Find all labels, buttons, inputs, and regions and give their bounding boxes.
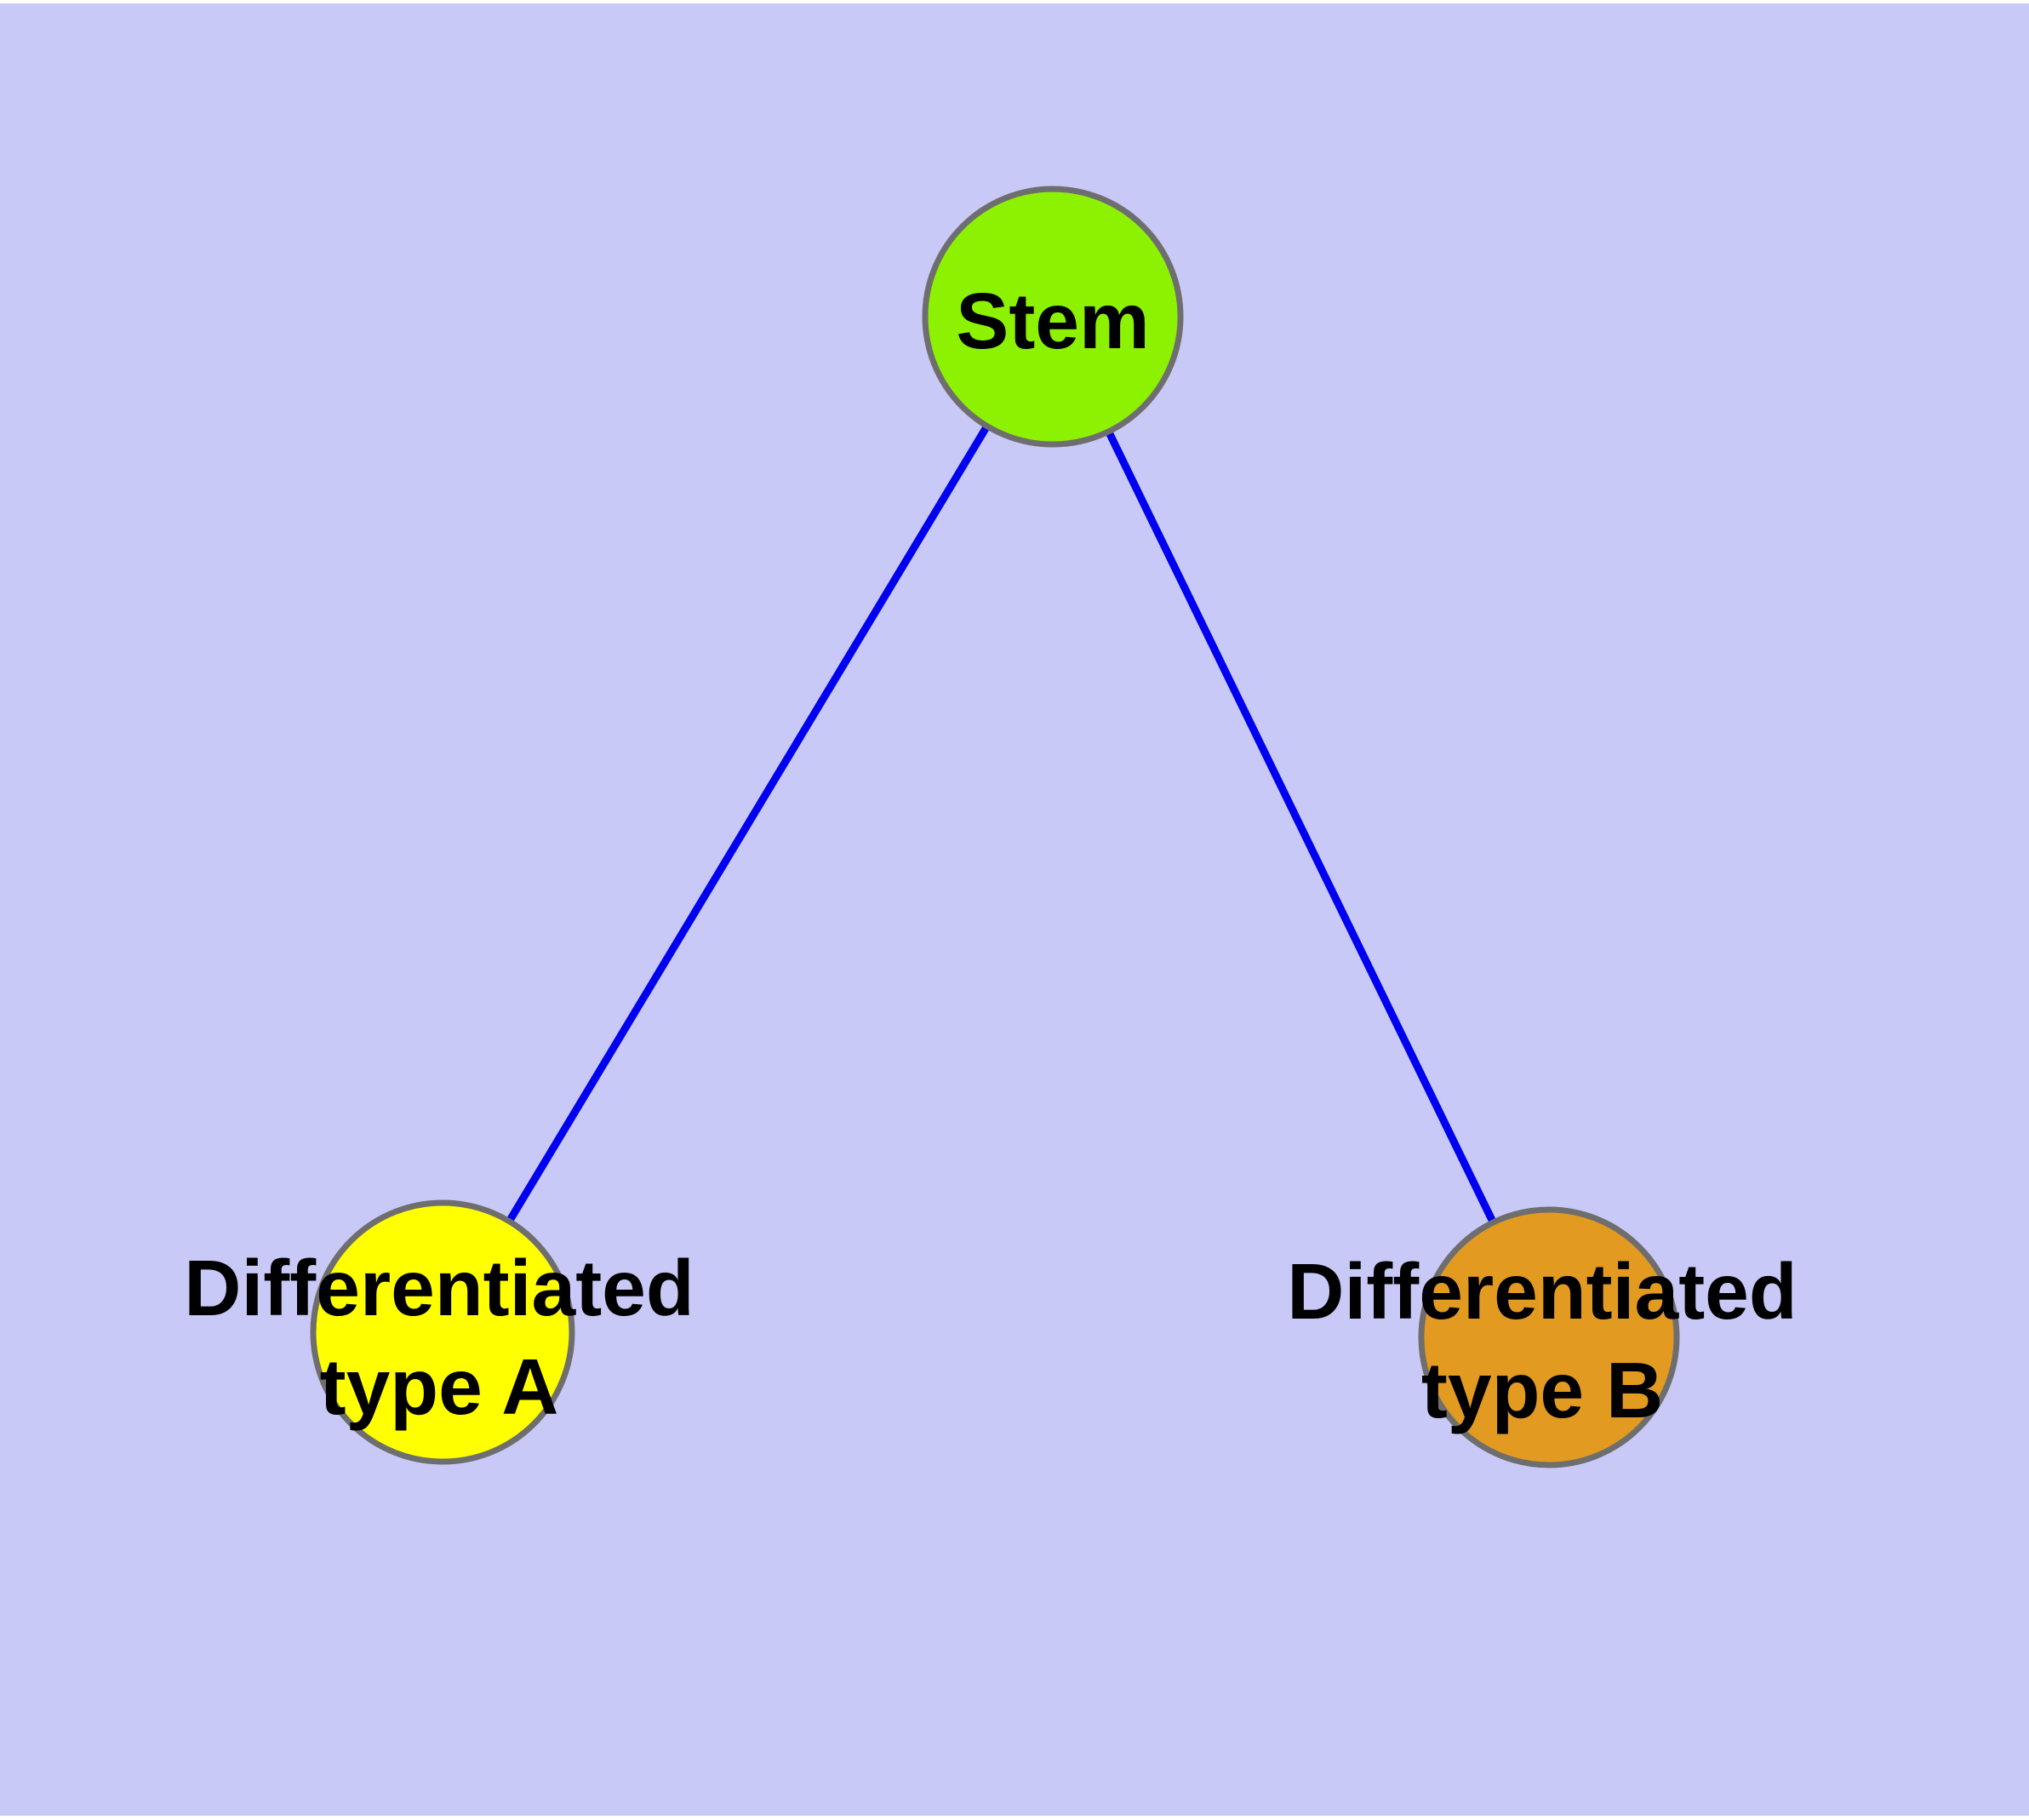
node-label-stem: Stem bbox=[956, 272, 1149, 370]
type-b-label-line2: type B bbox=[1420, 1346, 1664, 1434]
node-stem bbox=[922, 186, 1184, 448]
type-a-label-line2: type A bbox=[319, 1342, 559, 1431]
node-label-differentiated-type-a: Differentiated type A bbox=[184, 1239, 694, 1436]
edge-stem-to-type-b bbox=[1049, 315, 1553, 1339]
node-differentiated-type-b bbox=[1418, 1206, 1680, 1468]
node-differentiated-type-a bbox=[310, 1199, 575, 1465]
type-a-label-line1: Differentiated bbox=[184, 1244, 694, 1332]
stem-label-text: Stem bbox=[956, 277, 1150, 365]
edge-stem-to-type-a bbox=[439, 314, 1056, 1335]
type-b-label-line1: Differentiated bbox=[1287, 1247, 1798, 1336]
node-label-differentiated-type-b: Differentiated type B bbox=[1287, 1242, 1797, 1439]
